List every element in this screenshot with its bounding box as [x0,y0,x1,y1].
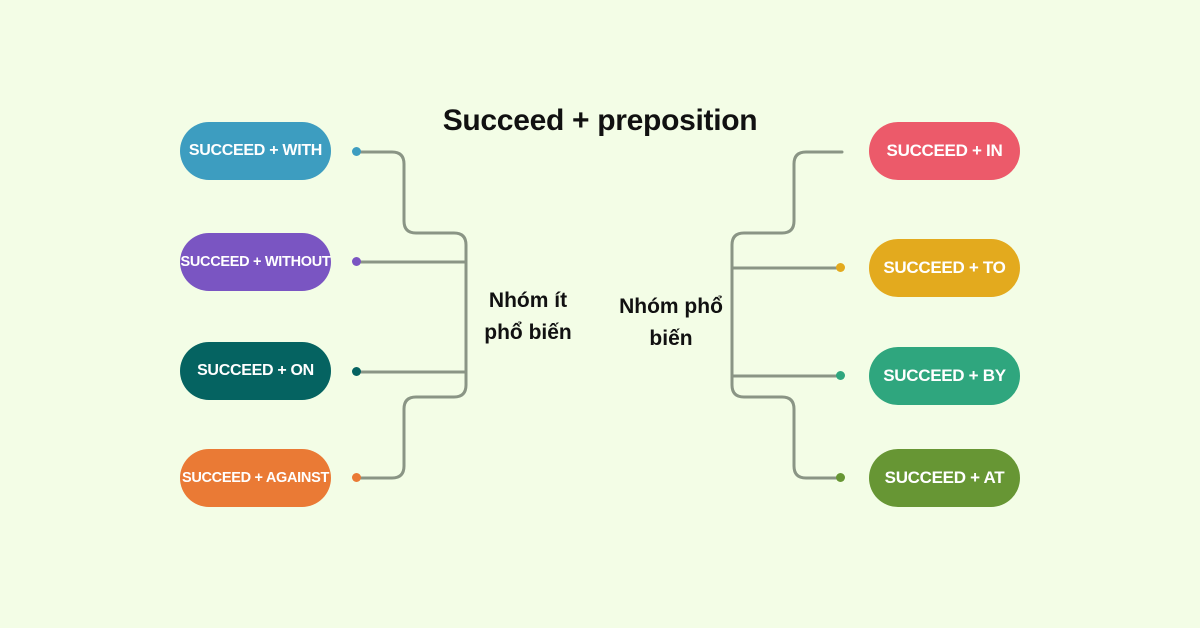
left-dot-without [352,257,361,266]
pill-succeed-at: SUCCEED + AT [869,449,1020,507]
left-group-label-line1: Nhóm ít [488,289,568,312]
pill-label: SUCCEED + TO [883,258,1006,277]
pill-label: SUCCEED + IN [886,141,1003,160]
left-group-label-line2: phổ biến [484,321,572,344]
pill-label: SUCCEED + WITH [188,142,323,159]
right-group-label: Nhóm phổ biến [606,291,736,355]
pill-label: SUCCEED + AGAINST [181,470,330,486]
left-group-label: Nhóm ít phổ biến [466,285,590,349]
right-dot-by [836,371,845,380]
pill-succeed-in: SUCCEED + IN [869,122,1020,180]
left-dot-with [352,147,361,156]
pill-succeed-by: SUCCEED + BY [869,347,1020,405]
right-group-label-line1: Nhóm phổ [619,295,723,318]
left-dot-on [352,367,361,376]
pill-succeed-against: SUCCEED + AGAINST [180,449,331,507]
pill-succeed-on: SUCCEED + ON [180,342,331,400]
right-connector-in-at [730,150,844,480]
left-connector-with [355,150,468,480]
pill-succeed-with: SUCCEED + WITH [180,122,331,180]
diagram-title: Succeed + preposition [442,104,758,137]
left-dot-against [352,473,361,482]
pill-label: SUCCEED + ON [197,362,314,379]
right-group-label-line2: biến [649,327,693,350]
pill-succeed-to: SUCCEED + TO [869,239,1020,297]
pill-succeed-without: SUCCEED + WITHOUT [180,233,331,291]
pill-label: SUCCEED + AT [884,468,1005,487]
right-dot-to [836,263,845,272]
right-dot-at [836,473,845,482]
pill-label: SUCCEED + BY [883,366,1006,385]
pill-label: SUCCEED + WITHOUT [180,254,331,270]
